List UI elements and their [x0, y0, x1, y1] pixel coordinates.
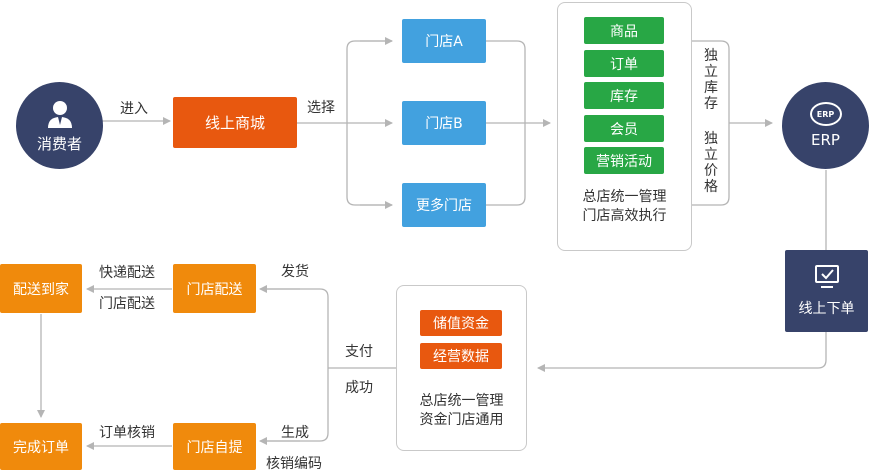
- home-delivery-label: 配送到家: [13, 281, 69, 298]
- erp-label: ERP: [811, 131, 840, 149]
- chip-order-label: 订单: [610, 56, 638, 73]
- chip-stored-funds-label: 储值资金: [433, 316, 489, 332]
- top-panel-caption: 总店统一管理 门店高效执行: [557, 188, 692, 226]
- edge-label-independent-price: 独立价格: [704, 131, 718, 195]
- edge-label-pay: 支付: [345, 344, 373, 360]
- top-panel-caption-line1: 总店统一管理: [582, 189, 667, 205]
- store-pickup-label: 门店自提: [186, 439, 243, 456]
- home-delivery-node: 配送到家: [0, 264, 82, 313]
- edge-label-verification-code: 核销编码: [266, 456, 322, 472]
- chip-inventory-label: 库存: [610, 88, 638, 105]
- top-panel-caption-line2: 门店高效执行: [582, 208, 667, 224]
- consumer-label: 消费者: [36, 135, 82, 153]
- erp-node: ERP ERP: [782, 82, 869, 169]
- consumer-node: 消费者: [16, 82, 103, 169]
- edge-label-store-delivery: 门店配送: [99, 296, 155, 312]
- more-stores-node: 更多门店: [402, 183, 486, 227]
- complete-order-label: 完成订单: [13, 439, 69, 456]
- chip-stored-funds: 储值资金: [420, 310, 502, 336]
- online-mall-label: 线上商城: [204, 114, 265, 132]
- store-delivery-node: 门店配送: [173, 264, 256, 313]
- edge-label-order-verification: 订单核销: [99, 425, 155, 441]
- bottom-panel-caption: 总店统一管理 资金门店通用: [396, 392, 527, 430]
- store-a-node: 门店A: [402, 19, 486, 63]
- erp-logo-badge: ERP: [809, 102, 842, 126]
- arrow-order-to-panel: [537, 332, 827, 372]
- bottom-panel-caption-line1: 总店统一管理: [419, 393, 504, 409]
- chip-inventory: 库存: [584, 82, 664, 109]
- store-a-label: 门店A: [425, 34, 463, 50]
- online-mall-node: 线上商城: [173, 97, 297, 148]
- erp-badge-text: ERP: [816, 109, 835, 119]
- monitor-check-icon: [814, 265, 839, 288]
- online-order-label: 线上下单: [798, 301, 855, 317]
- more-stores-label: 更多门店: [416, 198, 472, 214]
- chip-business-data: 经营数据: [420, 343, 502, 369]
- bottom-panel-caption-line2: 资金门店通用: [419, 412, 504, 428]
- edge-label-independent-inventory: 独立库存: [704, 48, 718, 112]
- store-pickup-node: 门店自提: [173, 423, 256, 470]
- store-b-label: 门店B: [425, 116, 463, 132]
- edge-label-enter: 进入: [120, 101, 148, 117]
- store-b-node: 门店B: [402, 101, 486, 145]
- edge-label-success: 成功: [345, 380, 373, 396]
- complete-order-node: 完成订单: [0, 423, 82, 470]
- chip-marketing: 营销活动: [584, 147, 664, 174]
- online-order-node: 线上下单: [785, 250, 868, 332]
- user-icon: [47, 101, 72, 128]
- edge-label-ship: 发货: [281, 264, 309, 280]
- chip-product-label: 商品: [610, 23, 638, 40]
- line-fork-vertical: [263, 288, 329, 442]
- chip-marketing-label: 营销活动: [596, 153, 652, 170]
- chip-member-label: 会员: [610, 121, 638, 138]
- edge-label-select: 选择: [307, 100, 335, 116]
- chip-business-data-label: 经营数据: [433, 349, 489, 365]
- chip-order: 订单: [584, 50, 664, 77]
- edge-label-generate: 生成: [281, 425, 309, 441]
- chip-product: 商品: [584, 17, 664, 44]
- edge-label-express-delivery: 快递配送: [99, 265, 155, 281]
- chip-member: 会员: [584, 115, 664, 142]
- store-delivery-label: 门店配送: [186, 281, 243, 298]
